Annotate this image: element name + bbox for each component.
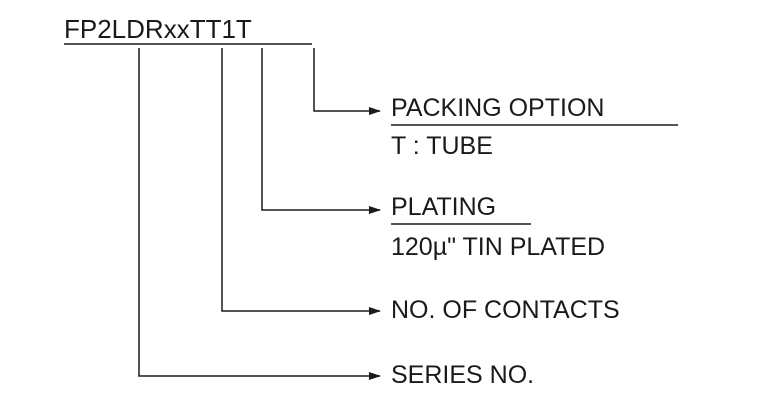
plating-detail: 120µ" TIN PLATED [391, 233, 606, 261]
leader-plating [261, 48, 381, 214]
packing-option-heading: PACKING OPTION [391, 94, 605, 122]
leader-series [138, 48, 381, 380]
series-heading: SERIES NO. [391, 361, 535, 389]
leader-packing-option [313, 48, 381, 115]
part-number: FP2LDRxxTT1T [64, 14, 252, 44]
packing-option-detail: T : TUBE [391, 132, 493, 160]
contacts-heading: NO. OF CONTACTS [391, 296, 620, 324]
leader-contacts [221, 48, 381, 315]
plating-heading: PLATING [391, 193, 497, 221]
